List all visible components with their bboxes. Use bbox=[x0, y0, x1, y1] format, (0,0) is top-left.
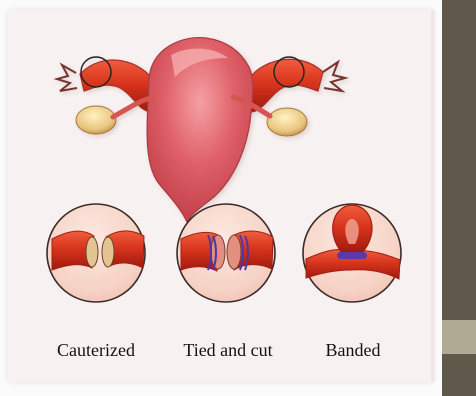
band-ring bbox=[337, 252, 367, 259]
tied-and-cut-detail bbox=[177, 204, 275, 302]
caption-tied-and-cut: Tied and cut bbox=[166, 338, 290, 362]
left-fimbriae bbox=[57, 65, 77, 91]
banded-loop-inner bbox=[345, 219, 358, 244]
banded-detail bbox=[303, 204, 401, 302]
left-ovary bbox=[76, 106, 116, 134]
right-ovary bbox=[267, 108, 307, 136]
cauterized-left-end bbox=[86, 237, 98, 267]
uterus-body bbox=[147, 38, 253, 222]
caption-banded: Banded bbox=[304, 338, 402, 362]
caption-cauterized: Cauterized bbox=[40, 338, 152, 362]
uterus-diagram bbox=[57, 38, 345, 222]
tied-right-end bbox=[227, 235, 241, 269]
cauterized-detail bbox=[47, 204, 145, 302]
right-fimbriae bbox=[323, 62, 345, 91]
cauterized-right-end bbox=[102, 237, 114, 267]
slide-right-edge-shadow bbox=[431, 10, 434, 382]
tied-left-end bbox=[211, 235, 225, 269]
